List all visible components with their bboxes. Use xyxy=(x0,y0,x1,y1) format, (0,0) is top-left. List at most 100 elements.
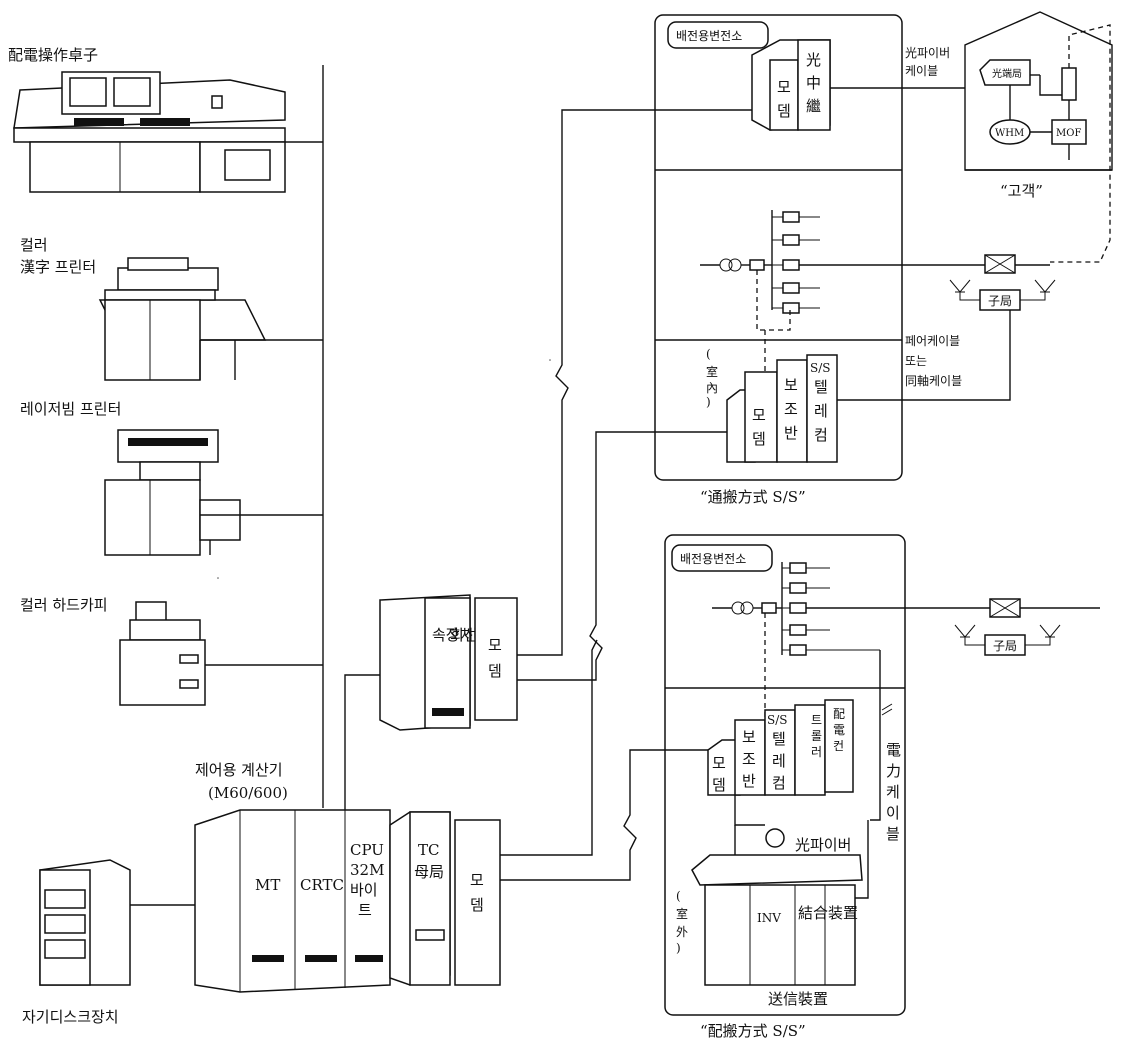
concentrator-modem-1: 모 xyxy=(488,636,502,654)
mt-label: MT xyxy=(255,876,280,894)
top-substation-caption: “通搬方式 S/S” xyxy=(700,488,806,506)
bottom-unit-label: 子局 xyxy=(993,639,1017,653)
bottom-fiber-label: 光파이버 xyxy=(795,836,851,854)
console-label: 配電操作卓子 xyxy=(8,46,98,64)
power-cable-3: 케 xyxy=(886,783,900,801)
power-cable-line xyxy=(870,650,881,821)
bottom-ss-1: S/S xyxy=(767,713,787,727)
bottom-aux-3: 반 xyxy=(742,772,756,790)
top-unit-label: 子局 xyxy=(988,294,1012,308)
fiber-cable-label-2: 케이블 xyxy=(905,64,938,78)
feeder-breakers-top xyxy=(772,211,940,314)
indoor-paren-close: ) xyxy=(706,395,711,409)
top-aux-3: 반 xyxy=(784,424,798,442)
bottom-ss-3: 레 xyxy=(772,752,786,770)
bottom-ss-4: 컴 xyxy=(772,774,786,792)
whm-label: WHM xyxy=(995,128,1024,139)
concentrator-to-bus xyxy=(344,674,380,808)
concentrator-to-top-substation xyxy=(517,109,755,656)
top-ss-1: S/S xyxy=(810,361,830,375)
indoor-char-2: 內 xyxy=(706,381,718,395)
pair-cable-label-1: 페어케이블 xyxy=(905,334,960,348)
laser-beam-printer: 레이저빔 프린터 xyxy=(20,400,323,556)
line-concentrator: 속장치 회선집 모 뎀 xyxy=(344,594,518,808)
dist-ctrl-1c: 컨 xyxy=(833,739,844,753)
mof-label: MOF xyxy=(1056,128,1081,139)
concentrator-modem-2: 뎀 xyxy=(488,662,502,680)
top-ss-2: 텔 xyxy=(814,378,828,396)
magnetic-disk-unit: 자기디스크장치 xyxy=(22,859,195,1026)
feeder-breakers-bottom xyxy=(782,562,955,656)
indoor-modem-1: 모 xyxy=(752,406,766,424)
tele-to-pair-cable xyxy=(837,300,1011,401)
indoor-modem-2: 뎀 xyxy=(752,430,766,448)
indoor-paren-open: ( xyxy=(706,347,711,361)
dist-ctrl-1b: 電 xyxy=(833,723,845,737)
optical-terminal-label: 光端局 xyxy=(992,67,1022,80)
dist-ctrl-2c: 러 xyxy=(811,745,822,759)
crtc-label: CRTC xyxy=(300,876,344,894)
optical-relay-3: 繼 xyxy=(806,97,821,115)
rack-modem-1: 모 xyxy=(470,871,484,889)
computer-label-2: (M60/600) xyxy=(208,784,288,802)
cpu-label-2: 32M xyxy=(350,861,384,879)
pair-cable-label-2: 또는 xyxy=(905,354,927,368)
computer-label-1: 제어용 계산기 xyxy=(195,761,283,779)
stray-dot xyxy=(549,359,551,361)
tc-label-2: 母局 xyxy=(414,863,444,881)
bottom-aux-2: 조 xyxy=(742,750,756,768)
bottom-substation-caption: “配搬方式 S/S” xyxy=(700,1022,806,1040)
bottom-substation-title: 배전용변전소 xyxy=(680,552,746,566)
cpu-label-1: CPU xyxy=(350,841,384,859)
stray-dot xyxy=(217,577,219,579)
power-cable-5: 블 xyxy=(886,825,900,843)
color-printer-label-1: 컬러 xyxy=(20,236,48,254)
power-cable-2: 力 xyxy=(886,762,901,780)
cpu-label-4: 트 xyxy=(358,901,372,919)
power-cable-1: 電 xyxy=(886,741,901,759)
fiber-cable-label-1: 光파이버 xyxy=(905,46,950,60)
bottom-modem-1: 모 xyxy=(712,754,726,772)
top-ss-3: 레 xyxy=(814,402,828,420)
optical-relay-2: 中 xyxy=(806,74,821,92)
outdoor-paren-close: ) xyxy=(676,941,681,955)
customer-house: 光파이버 케이블 光端局 WHM MOF “고객” xyxy=(905,11,1113,263)
color-printer-label-2: 漢字 프린터 xyxy=(20,258,96,276)
distribution-console: 配電操作卓子 xyxy=(8,46,323,193)
indoor-char-1: 室 xyxy=(706,364,718,379)
fiber-connector xyxy=(765,828,785,848)
tc-label-1: TC xyxy=(418,841,439,859)
top-modem-1: 모 xyxy=(777,78,791,96)
top-aux-1: 보 xyxy=(784,376,798,394)
bottom-aux-1: 보 xyxy=(742,728,756,746)
computer-to-bottom-substation xyxy=(500,639,598,856)
cpu-label-3: 바이 xyxy=(350,881,378,899)
dist-ctrl-1a: 配 xyxy=(833,707,845,721)
outdoor-char-1: 室 xyxy=(676,906,688,921)
pair-cable-label-3: 同軸케이블 xyxy=(905,374,962,388)
color-kanji-printer: 컬러 漢字 프린터 xyxy=(20,236,323,381)
dist-ctrl-2a: 트 xyxy=(811,713,822,727)
top-substation-unit: 子局 페어케이블 또는 同軸케이블 xyxy=(905,254,1056,388)
optical-relay-1: 光 xyxy=(806,51,821,69)
dist-ctrl-2b: 롤 xyxy=(811,729,822,743)
bottom-modem-2: 뎀 xyxy=(712,776,726,794)
bottom-substation: 배전용변전소 電 力 케 이 블 xyxy=(664,534,955,1040)
color-hardcopy: 컬러 하드카피 xyxy=(20,596,323,706)
laser-printer-label: 레이저빔 프린터 xyxy=(20,400,121,418)
outdoor-char-2: 外 xyxy=(676,925,688,939)
top-aux-2: 조 xyxy=(784,400,798,418)
top-modem-2: 뎀 xyxy=(777,102,791,120)
disk-label: 자기디스크장치 xyxy=(22,1008,119,1026)
bottom-ss-2: 텔 xyxy=(772,730,786,748)
power-cable-4: 이 xyxy=(886,804,900,822)
customer-caption: “고객” xyxy=(1000,182,1043,200)
inv-label: INV xyxy=(757,911,781,925)
transmitter-label: 送信裝置 xyxy=(768,990,828,1008)
modem-to-bottom-modem xyxy=(500,749,708,881)
top-ss-4: 컴 xyxy=(814,426,828,444)
coupler-label: 結合装置 xyxy=(798,904,858,922)
concentrator-col-1: 속장치 xyxy=(432,626,473,644)
outdoor-paren-open: ( xyxy=(676,889,681,903)
